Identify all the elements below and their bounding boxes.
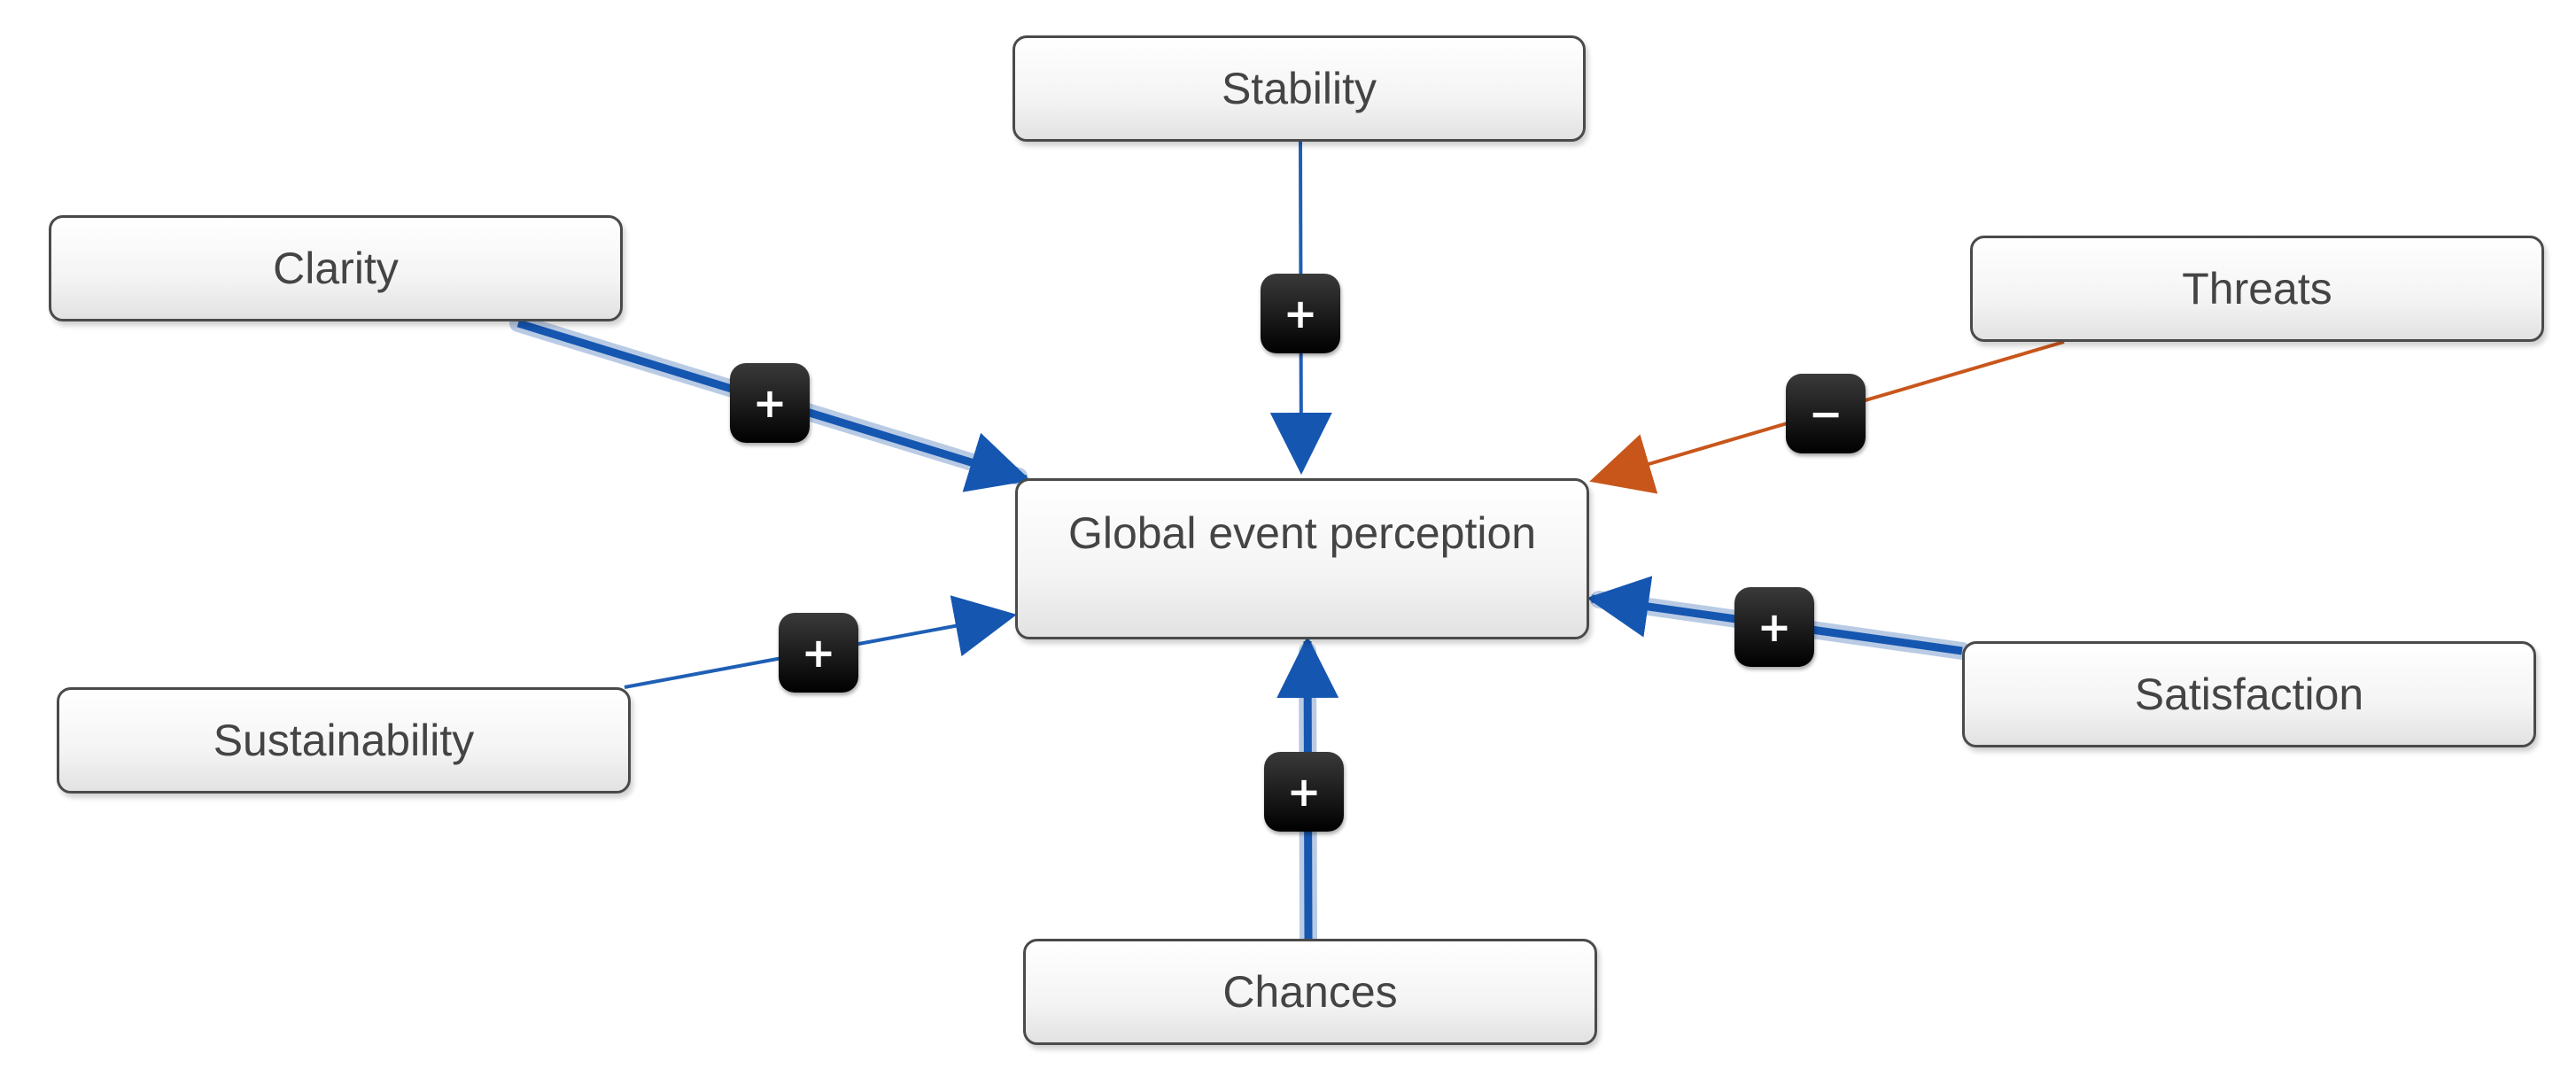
node-clarity[interactable]: Clarity (49, 215, 623, 321)
node-stability[interactable]: Stability (1013, 35, 1586, 142)
badge-sustainability-positive[interactable]: + (779, 613, 858, 693)
node-sustainability[interactable]: Sustainability (57, 687, 631, 794)
badge-satisfaction-positive[interactable]: + (1734, 587, 1814, 667)
node-satisfaction[interactable]: Satisfaction (1962, 641, 2536, 747)
badge-clarity-positive[interactable]: + (730, 363, 810, 443)
badge-stability-positive[interactable]: + (1261, 274, 1340, 353)
badge-chances-positive[interactable]: + (1264, 752, 1344, 832)
node-threats[interactable]: Threats (1970, 236, 2544, 342)
node-chances[interactable]: Chances (1023, 939, 1597, 1045)
node-global-event-perception[interactable]: Global event perception (1015, 478, 1589, 639)
badge-threats-negative[interactable]: − (1786, 374, 1866, 453)
